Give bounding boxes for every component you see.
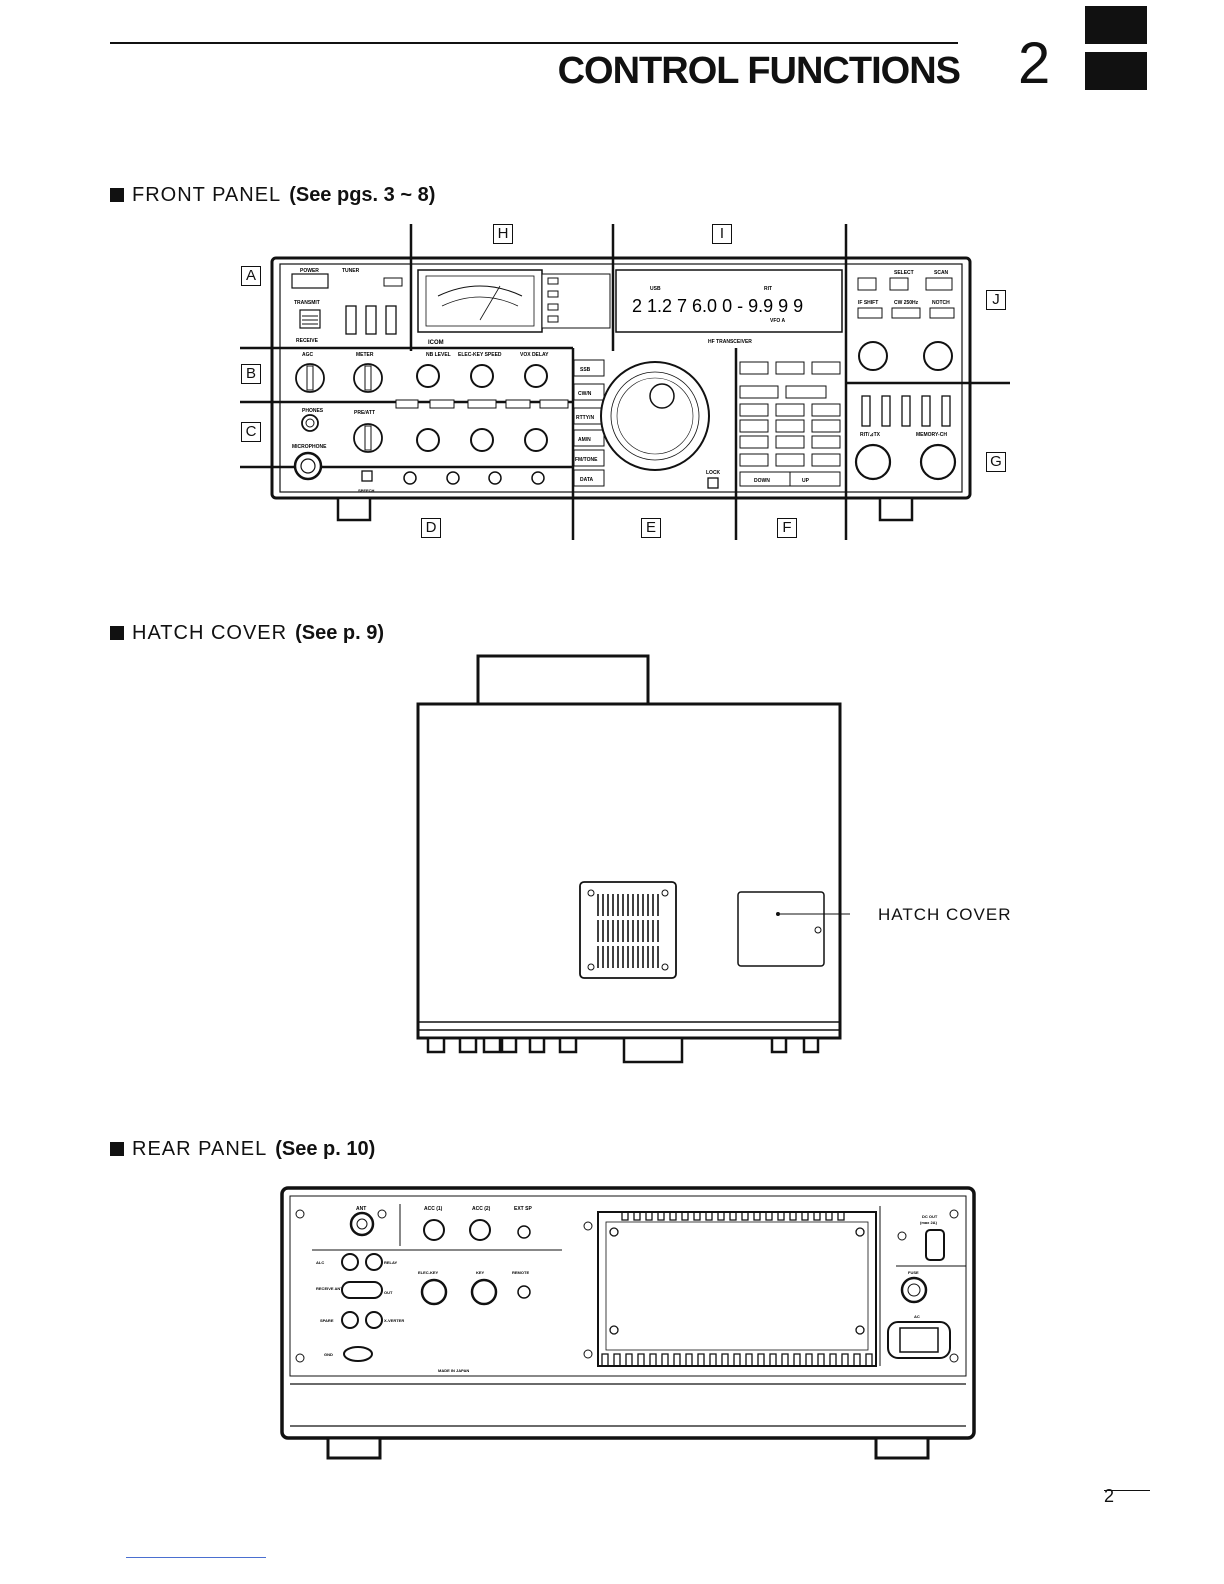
svg-text:CW/N: CW/N [578,391,592,397]
svg-text:RIT/⊿TX: RIT/⊿TX [860,432,881,438]
svg-text:SPEECH: SPEECH [358,488,375,493]
callout-g: G [986,452,1006,472]
svg-text:VFO A: VFO A [770,318,785,324]
svg-text:RTTY/N: RTTY/N [576,415,594,421]
svg-text:ACC (2): ACC (2) [472,1206,491,1212]
hatch-cover-heading: HATCH COVER(See p. 9) [110,622,384,645]
bullet-square-icon [110,188,124,202]
svg-text:IF SHIFT: IF SHIFT [858,300,878,306]
svg-text:REMOTE: REMOTE [512,1270,529,1275]
power-label: POWER [300,268,319,274]
chapter-number: 2 [1018,31,1051,96]
svg-text:SSB: SSB [580,367,591,373]
svg-text:RIT: RIT [764,286,772,292]
svg-text:DOWN: DOWN [754,478,770,484]
page-number: 2 [1104,1486,1115,1506]
svg-text:DATA: DATA [580,477,594,483]
svg-text:KEY: KEY [476,1270,485,1275]
svg-text:NB LEVEL: NB LEVEL [426,352,451,358]
chapter-tab-marker [1085,6,1147,90]
front-panel-diagram: POWER TRANSMIT RECEIVE TUNER ICOM USB RI… [240,224,1010,540]
svg-text:METER: METER [356,352,374,358]
svg-text:VOX DELAY: VOX DELAY [520,352,549,358]
rear-panel-diagram: ANT ACC (1) ACC (2) EXT SP ALC RELAY REC… [280,1186,976,1460]
rear-panel-heading: REAR PANEL(See p. 10) [110,1138,375,1161]
svg-text:SPARE: SPARE [320,1318,334,1323]
callout-b: B [241,364,261,384]
svg-text:RECEIVE: RECEIVE [296,338,319,344]
callout-f: F [777,518,797,538]
svg-text:MICROPHONE: MICROPHONE [292,444,327,450]
callout-d: D [421,518,441,538]
svg-text:OUT: OUT [384,1290,393,1295]
header-rule [110,42,958,44]
svg-text:ALC: ALC [316,1260,324,1265]
svg-text:ACC (1): ACC (1) [424,1206,443,1212]
svg-text:USB: USB [650,286,661,292]
svg-text:X-VERTER: X-VERTER [384,1318,404,1323]
hatch-cover [737,891,825,967]
svg-text:HF TRANSCEIVER: HF TRANSCEIVER [708,339,752,345]
svg-text:FUSE: FUSE [908,1270,919,1275]
svg-text:TUNER: TUNER [342,268,360,274]
svg-text:PRE/ATT: PRE/ATT [354,410,375,416]
svg-text:DC OUT: DC OUT [922,1214,938,1219]
svg-text:SCAN: SCAN [934,270,949,276]
keypad: DOWN UP [739,361,841,487]
svg-text:MADE IN JAPAN: MADE IN JAPAN [438,1368,469,1373]
svg-text:NOTCH: NOTCH [932,300,950,306]
svg-text:RELAY: RELAY [384,1260,398,1265]
hatch-cover-diagram [416,654,850,1064]
svg-text:FM/TONE: FM/TONE [575,457,598,463]
svg-text:AM/N: AM/N [578,437,591,443]
svg-text:ANT: ANT [356,1206,366,1212]
callout-j: J [986,290,1006,310]
svg-text:PHONES: PHONES [302,408,324,414]
svg-text:AGC: AGC [302,352,314,358]
mode-buttons: SSB CW/N RTTY/N AM/N FM/TONE DATA [573,359,605,487]
svg-text:ELEC-KEY SPEED: ELEC-KEY SPEED [458,352,502,358]
callout-i: I [712,224,732,244]
svg-text:UP: UP [802,478,810,484]
callout-a: A [241,266,261,286]
page-title: CONTROL FUNCTIONS [557,50,961,92]
front-panel-heading: FRONT PANEL(See pgs. 3 ~ 8) [110,184,435,207]
svg-text:AC: AC [914,1314,920,1319]
svg-text:(max 2A): (max 2A) [920,1220,938,1225]
bullet-square-icon [110,626,124,640]
svg-text:EXT SP: EXT SP [514,1206,532,1212]
footer-rule [1104,1490,1150,1491]
svg-text:ELEC-KEY: ELEC-KEY [418,1270,439,1275]
hatch-cover-label: HATCH COVER [878,905,1012,924]
svg-text:SELECT: SELECT [894,270,914,276]
callout-h: H [493,224,513,244]
svg-text:CW 250Hz: CW 250Hz [894,300,919,306]
svg-text:LOCK: LOCK [706,470,721,476]
svg-text:RECEIVE ANT: RECEIVE ANT [316,1286,343,1291]
icom-logo: ICOM [428,340,444,346]
blue-underline [126,1557,266,1558]
svg-text:TRANSMIT: TRANSMIT [294,300,320,306]
callout-c: C [241,422,261,442]
svg-text:GND: GND [324,1352,333,1357]
frequency-display: 2 1.2 7 6.0 0 - 9.9 9 9 [632,296,803,316]
bullet-square-icon [110,1142,124,1156]
callout-e: E [641,518,661,538]
svg-text:MEMORY-CH: MEMORY-CH [916,432,947,438]
